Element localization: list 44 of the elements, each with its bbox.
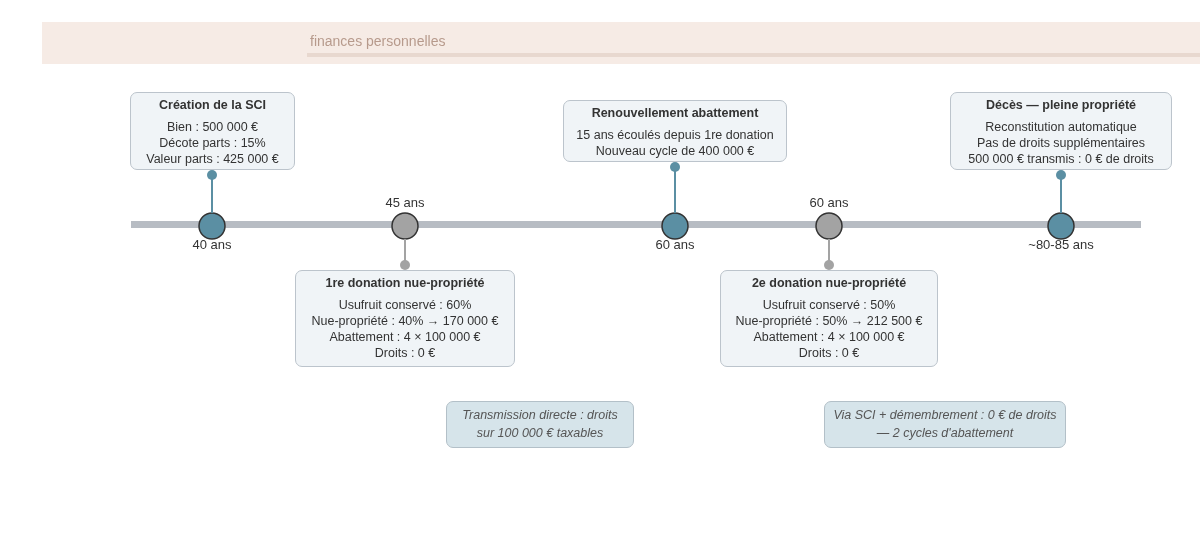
milestone-marker — [391, 212, 419, 240]
event-detail: Abattement : 4 × 100 000 € — [328, 329, 482, 345]
milestone-marker — [1047, 212, 1075, 240]
event-detail: Usufruit conservé : 60% — [337, 297, 473, 313]
event-detail: 15 ans écoulés depuis 1re donation — [575, 127, 775, 143]
age-label: 60 ans — [809, 195, 849, 210]
header-tagline: finances personnelles — [310, 33, 446, 49]
summary-note: Via SCI + démembrement : 0 € de droits — 2 cycles d'abattement — [824, 401, 1066, 448]
event-detail: Nouveau cycle de 400 000 € — [594, 143, 756, 159]
event-detail: Valeur parts : 425 000 € — [145, 151, 280, 167]
age-label: 60 ans — [655, 237, 695, 252]
event-detail: 500 000 € transmis : 0 € de droits — [967, 151, 1155, 167]
event-detail: Droits : 0 € — [797, 345, 861, 361]
age-label: 40 ans — [192, 237, 232, 252]
event-detail: Nue-propriété : 40% → 170 000 € — [310, 313, 500, 329]
milestone-marker — [198, 212, 226, 240]
event-card — [563, 100, 787, 162]
event-title: 1re donation nue-propriété — [324, 275, 486, 291]
event-detail: Reconstitution automatique — [984, 119, 1138, 135]
event-title: 2e donation nue-propriété — [750, 275, 908, 291]
connector-stem — [400, 238, 410, 270]
summary-note: Transmission directe : droits sur 100 000 € taxables — [446, 401, 634, 448]
event-detail: Droits : 0 € — [373, 345, 437, 361]
event-card — [130, 92, 295, 170]
connector-stem — [1056, 170, 1066, 214]
event-title: Renouvellement abattement — [590, 105, 760, 121]
event-detail: Usufruit conservé : 50% — [761, 297, 897, 313]
event-title: Création de la SCI — [158, 97, 267, 113]
event-card — [950, 92, 1172, 170]
event-detail: Décote parts : 15% — [158, 135, 267, 151]
milestone-marker — [661, 212, 689, 240]
event-detail: Abattement : 4 × 100 000 € — [752, 329, 906, 345]
event-card — [295, 270, 515, 367]
connector-stem — [670, 162, 680, 214]
milestone-marker — [815, 212, 843, 240]
connector-stem — [824, 238, 834, 270]
event-title: Décès — pleine propriété — [984, 97, 1138, 113]
connector-stem — [207, 170, 217, 214]
event-card — [720, 270, 938, 367]
event-detail: Pas de droits supplémentaires — [975, 135, 1147, 151]
event-detail: Nue-propriété : 50% → 212 500 € — [734, 313, 924, 329]
event-detail: Bien : 500 000 € — [165, 119, 259, 135]
age-label: ~80-85 ans — [1028, 237, 1094, 252]
age-label: 45 ans — [385, 195, 425, 210]
